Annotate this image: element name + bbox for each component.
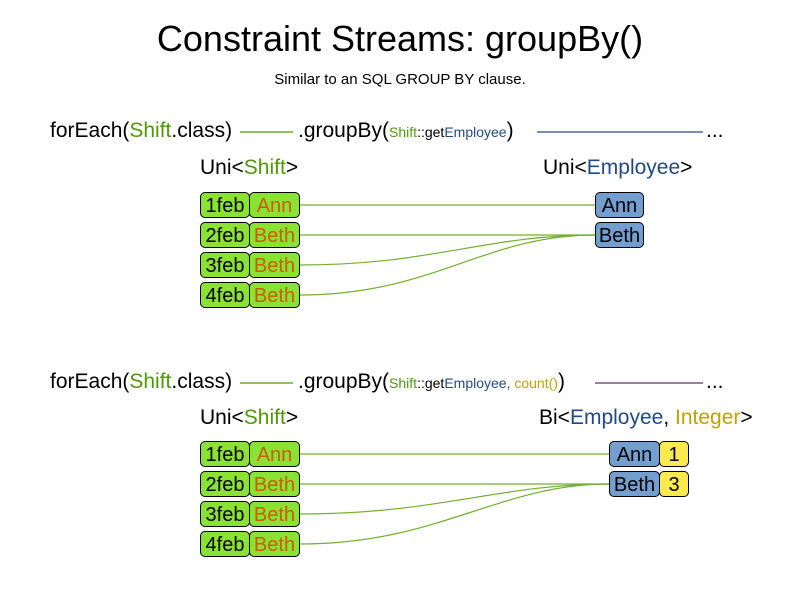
output-type-label: Uni<Employee> (543, 156, 692, 180)
type-text: Uni< (200, 406, 244, 429)
group-count-cell: 1 (659, 441, 689, 467)
code-class-name: Shift (129, 119, 172, 142)
shift-date-cell: 1feb (200, 192, 250, 218)
group-key-cell: Ann (595, 192, 644, 218)
diagram-subtitle: Similar to an SQL GROUP BY clause. (274, 71, 526, 88)
code-groupby: .groupBy(Shift::getEmployee, count()) (298, 370, 565, 394)
shift-date-cell: 3feb (200, 252, 250, 278)
code-text: .groupBy( (298, 119, 390, 142)
code-ellipsis: ... (706, 370, 724, 393)
group-wire (299, 234, 596, 266)
shift-date-cell: 2feb (200, 222, 250, 248)
shift-employee-cell: Beth (249, 471, 300, 497)
code-groupby: .groupBy(Shift::getEmployee) (298, 119, 514, 143)
group-count-cell: 3 (659, 471, 689, 497)
shift-employee-cell: Beth (249, 531, 300, 557)
type-param: Shift (243, 156, 286, 179)
type-param: Shift (243, 406, 286, 429)
code-text: forEach( (50, 370, 130, 393)
shift-employee-cell: Beth (249, 501, 300, 527)
code-text: ) (506, 119, 514, 142)
shift-employee-cell: Ann (249, 192, 300, 218)
group-wire (299, 483, 610, 515)
type-text: > (285, 156, 299, 179)
type-param: Employee (586, 156, 681, 179)
shift-date-cell: 2feb (200, 471, 250, 497)
shift-employee-cell: Beth (249, 222, 300, 248)
type-text: , (663, 406, 675, 429)
group-key-cell: Beth (609, 471, 660, 497)
type-text: > (740, 406, 753, 429)
code-arg-class: Shift (389, 375, 418, 391)
type-param: Integer (675, 406, 741, 429)
shift-date-cell: 4feb (200, 282, 250, 308)
type-text: > (680, 156, 693, 179)
shift-employee-cell: Beth (249, 282, 300, 308)
code-text: ) (557, 370, 565, 393)
code-ellipsis: ... (706, 119, 724, 142)
output-type-label: Bi<Employee, Integer> (539, 406, 753, 430)
type-text: Uni< (543, 156, 587, 179)
group-key-cell: Beth (595, 222, 644, 248)
shift-employee-cell: Beth (249, 252, 300, 278)
input-type-label: Uni<Shift> (200, 156, 298, 180)
group-key-cell: Ann (609, 441, 660, 467)
code-text: .class) (171, 119, 233, 142)
code-line: forEach(Shift.class) (50, 370, 232, 394)
code-text: .class) (171, 370, 233, 393)
code-class-name: Shift (129, 370, 172, 393)
code-arg-employee: Employee (444, 375, 507, 391)
code-text: .groupBy( (298, 370, 390, 393)
code-arg-class: Shift (389, 124, 418, 140)
shift-date-cell: 4feb (200, 531, 250, 557)
code-arg-employee: Employee (444, 124, 507, 140)
type-text: Bi< (539, 406, 570, 429)
group-wire (299, 483, 610, 545)
type-text: Uni< (200, 156, 244, 179)
type-param: Employee (569, 406, 664, 429)
input-type-label: Uni<Shift> (200, 406, 298, 430)
code-arg-sep: , (506, 375, 515, 391)
shift-employee-cell: Ann (249, 441, 300, 467)
shift-date-cell: 1feb (200, 441, 250, 467)
code-line: forEach(Shift.class) (50, 119, 232, 143)
group-wire (299, 234, 596, 296)
code-arg-sep: ::get (417, 124, 445, 140)
code-text: forEach( (50, 119, 130, 142)
code-arg-count: count() (514, 375, 558, 391)
diagram-title: Constraint Streams: groupBy() (156, 18, 644, 59)
shift-date-cell: 3feb (200, 501, 250, 527)
code-arg-sep: ::get (417, 375, 445, 391)
type-text: > (285, 406, 299, 429)
